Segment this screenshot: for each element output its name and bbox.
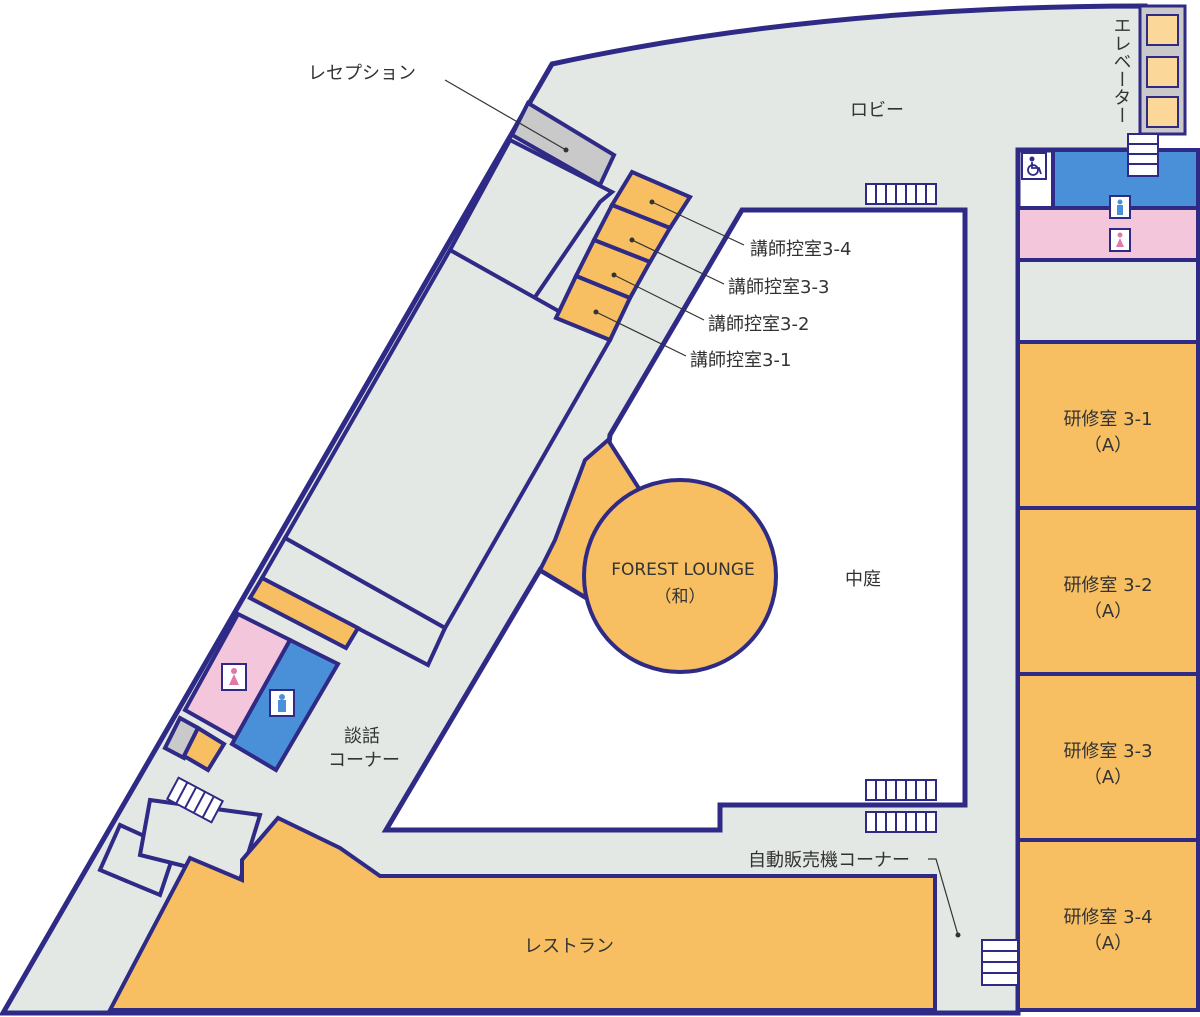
courtyard-label: 中庭 — [845, 569, 881, 590]
elevator-car-3[interactable] — [1146, 96, 1179, 128]
restroom-female-right[interactable] — [1016, 206, 1200, 262]
wheelchair-icon — [1021, 152, 1047, 180]
forest-lounge-sub-label: （和） — [655, 587, 706, 607]
elevator-car-1[interactable] — [1146, 14, 1179, 46]
talk-corner-label: コーナー — [328, 750, 400, 771]
female-restroom-icon — [1109, 228, 1131, 252]
instructor-room-label: 講師控室3-3 — [728, 277, 829, 298]
stairs-icon — [865, 183, 937, 205]
training-room-3-2[interactable] — [1016, 506, 1200, 676]
training-room-type: （A） — [1084, 601, 1132, 622]
left-room-lower[interactable] — [259, 535, 448, 668]
storage-strip[interactable] — [247, 575, 361, 651]
restaurant-label: レストラン — [524, 936, 614, 957]
reception-label: レセプション — [308, 63, 416, 84]
training-room-type: （A） — [1084, 435, 1132, 456]
training-room-3-4[interactable] — [1016, 838, 1200, 1012]
left-small-orange — [181, 725, 227, 773]
training-room-label: 研修室 3-4 — [1063, 907, 1152, 928]
training-room-label: 研修室 3-2 — [1063, 575, 1152, 596]
training-room-3-1[interactable] — [1016, 340, 1200, 510]
forest-lounge-label: FOREST LOUNGE — [611, 560, 755, 580]
training-room-label: 研修室 3-1 — [1063, 409, 1152, 430]
training-room-3-3[interactable] — [1016, 672, 1200, 842]
instructor-room-label: 講師控室3-2 — [708, 314, 809, 335]
instructor-room-label: 講師控室3-1 — [690, 350, 791, 371]
training-room-type: （A） — [1084, 933, 1132, 954]
training-room-label: 研修室 3-3 — [1063, 741, 1152, 762]
instructor-room-3-1[interactable] — [553, 273, 633, 343]
elevator-car-2[interactable] — [1146, 56, 1179, 88]
talk-corner-label: 談話 — [344, 726, 380, 747]
training-room-type: （A） — [1084, 767, 1132, 788]
instructor-room-label: 講師控室3-4 — [750, 239, 851, 260]
stairs-icon — [981, 939, 1019, 986]
stairs-icon — [865, 779, 937, 801]
stairs-icon — [165, 776, 225, 824]
reception-desk[interactable] — [509, 100, 617, 188]
lobby-label: ロビー — [850, 100, 904, 121]
vending-label: 自動販売機コーナー — [748, 850, 910, 871]
stairs-icon — [865, 811, 937, 833]
female-restroom-icon — [221, 663, 247, 691]
elevator-label: エレベーター — [1111, 16, 1132, 124]
stairs-icon — [1127, 133, 1159, 177]
male-restroom-icon — [1109, 195, 1131, 219]
right-room-upper[interactable] — [1016, 258, 1200, 344]
restaurant[interactable] — [106, 815, 937, 1012]
forest-lounge[interactable] — [582, 478, 778, 674]
male-restroom-icon — [269, 689, 295, 717]
